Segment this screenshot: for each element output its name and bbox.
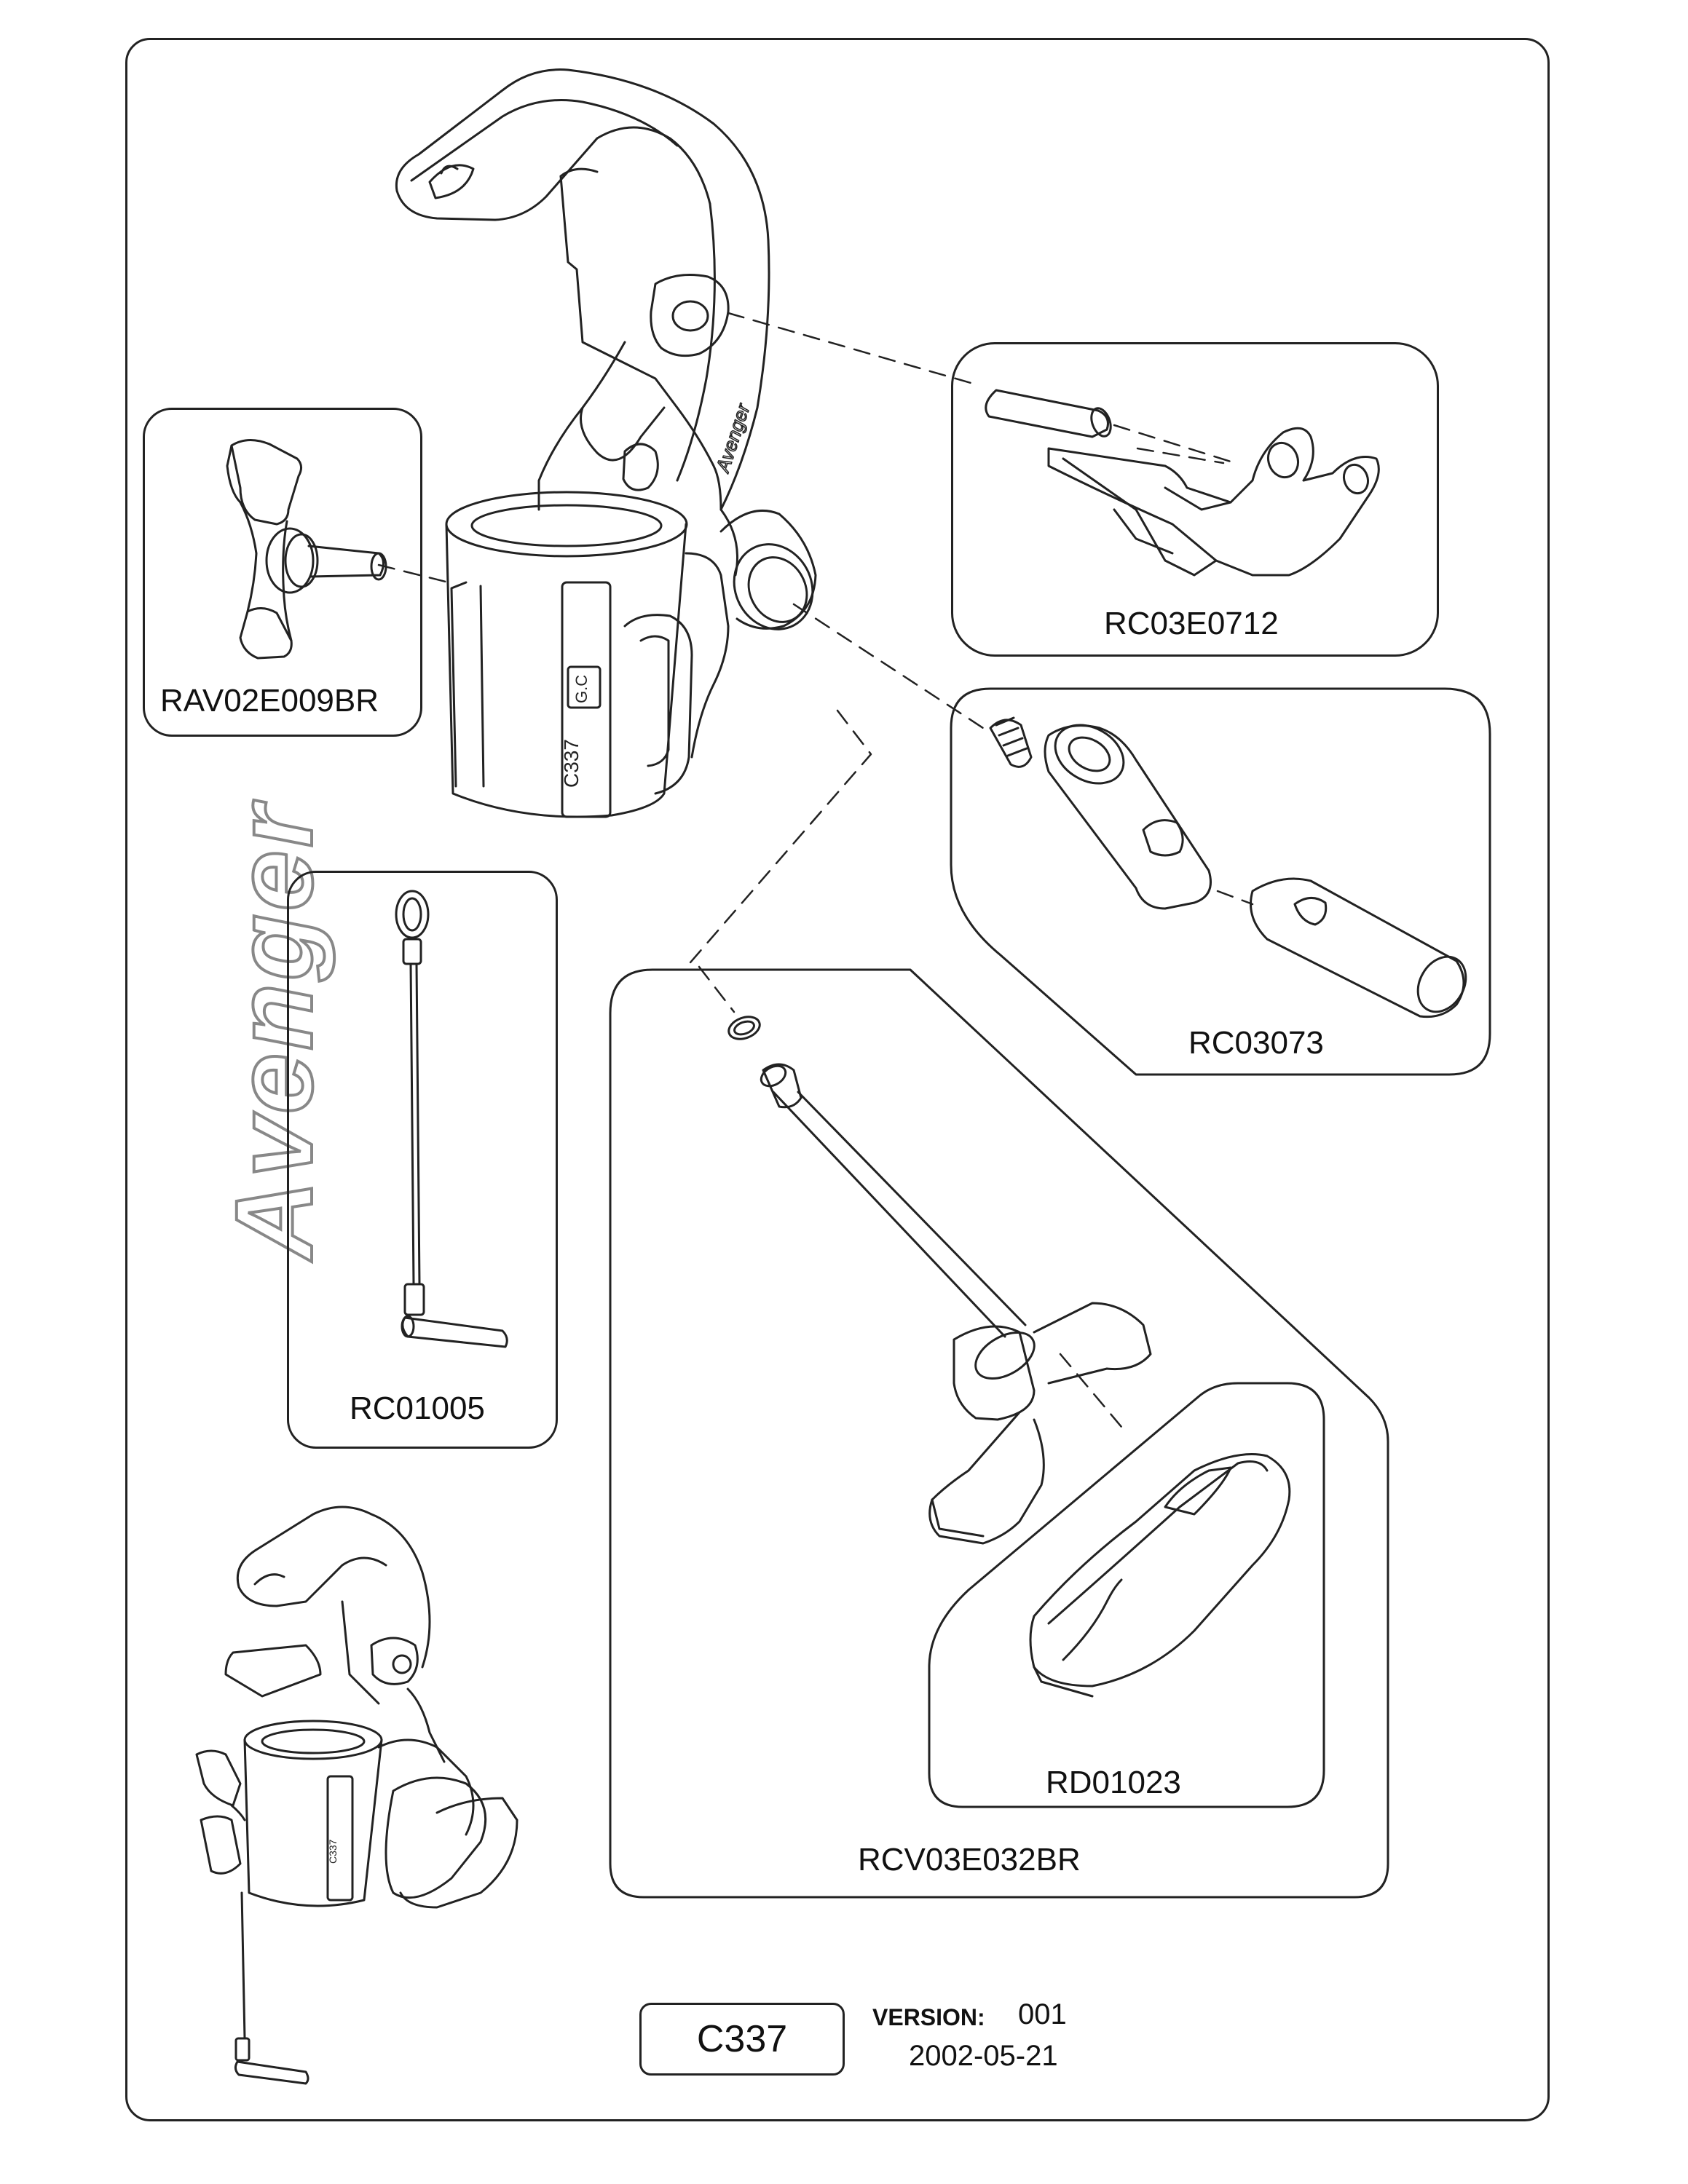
- product-code: C337: [696, 2018, 788, 2060]
- handle-grip-drawing: [1030, 1455, 1290, 1697]
- main-clamp-drawing: Avenger C337 G.C: [396, 70, 827, 817]
- body-gc-text: G.C: [572, 675, 591, 703]
- t-handle-screw-drawing: [227, 440, 386, 658]
- part-label-rav02e009br: RAV02E009BR: [160, 683, 379, 719]
- release-pin-handle-drawing: [726, 1013, 1151, 1543]
- version-date: 2002-05-21: [909, 2040, 1058, 2072]
- version-label: VERSION:: [872, 2004, 985, 2030]
- part-label-rc01005: RC01005: [350, 1390, 485, 1426]
- version-number: 001: [1018, 1998, 1067, 2030]
- part-label-rcv03e032br: RCV03E032BR: [858, 1842, 1081, 1878]
- part-box-rd01023: [929, 1383, 1324, 1807]
- part-box-rav02e009br: [143, 408, 422, 737]
- pin-and-jaw-drawing: [986, 390, 1379, 575]
- part-label-rd01023: RD01023: [1046, 1765, 1181, 1800]
- assembled-clamp-thumbnail: C337: [197, 1507, 517, 2084]
- part-label-rc03e0712: RC03E0712: [1104, 606, 1279, 641]
- body-model-text: C337: [560, 739, 583, 788]
- product-code-box: C337: [639, 2003, 845, 2076]
- part-box-rc03073: [951, 689, 1490, 1075]
- safety-cable-drawing: [396, 891, 507, 1347]
- leader-lines: [379, 313, 1253, 1427]
- part-box-rcv03e032br: [610, 970, 1388, 1897]
- thumbnail-model-text: C337: [327, 1839, 339, 1864]
- drawing-sheet-border: [125, 38, 1550, 2121]
- part-box-rc03e0712: [951, 342, 1439, 657]
- spring-and-sleeve-drawing: [990, 713, 1475, 1021]
- part-box-rc01005: [287, 871, 558, 1449]
- part-label-rc03073: RC03073: [1188, 1025, 1324, 1061]
